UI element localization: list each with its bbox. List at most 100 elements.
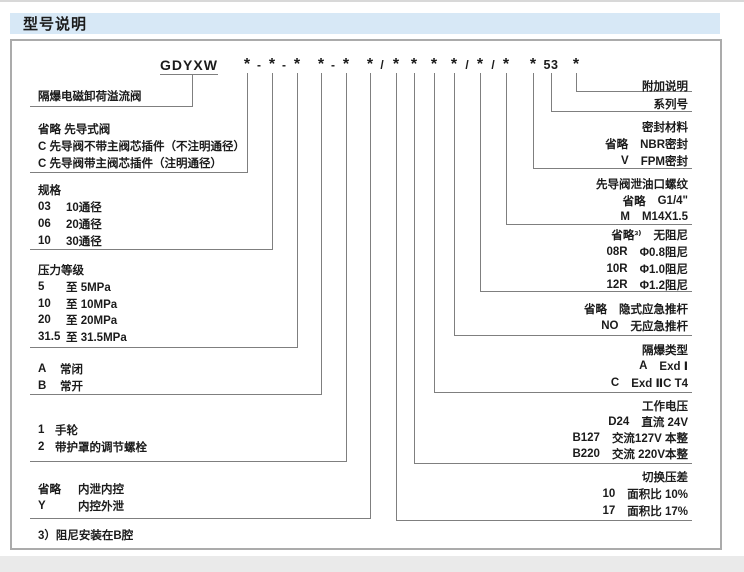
list-item: 省略 NBR密封 xyxy=(300,137,688,151)
leader-line xyxy=(551,73,552,111)
option-label: Φ1.2阻尼 xyxy=(639,280,688,292)
option-code: 08R xyxy=(606,246,628,258)
block-title-label: 压力等级 xyxy=(38,265,84,277)
option-code: B220 xyxy=(572,448,600,460)
block-rule xyxy=(454,335,692,336)
model-token: / xyxy=(465,58,469,72)
leader-line xyxy=(321,73,322,394)
option-code: 省略 xyxy=(584,304,607,316)
product-name: 隔爆电磁卸荷溢流阀 xyxy=(38,89,142,103)
list-item: 10 30通径 xyxy=(38,234,102,248)
option-code: V xyxy=(621,155,629,167)
option-label: 常开 xyxy=(60,381,83,393)
block-title: 系列号 xyxy=(300,97,689,111)
option-label: 隐式应急推杆 xyxy=(619,304,688,316)
leader-line xyxy=(396,73,397,520)
list-item: 1 手轮 xyxy=(38,423,78,437)
page-top-divider xyxy=(0,0,744,2)
option-label: 无应急推杆 xyxy=(630,321,689,333)
block-title-label: 规格 xyxy=(38,185,61,197)
block-title: 密封材料 xyxy=(300,120,688,134)
list-item: 17 面积比 17% xyxy=(300,504,688,518)
option-label: Exd Ⅰ xyxy=(659,361,688,373)
list-item: 省略³⁾ 无阻尼 xyxy=(300,228,688,242)
option-code: A xyxy=(38,363,47,375)
option-label: 面积比 17% xyxy=(627,506,688,518)
option-label: 带护罩的调节螺栓 xyxy=(55,442,147,454)
option-label: Φ1.0阻尼 xyxy=(639,264,688,276)
block-rule xyxy=(30,249,273,250)
list-item: 5 至 5MPa xyxy=(38,280,111,294)
option-code: 10 xyxy=(602,488,616,500)
leader-line xyxy=(247,73,248,172)
option-code: 省略³⁾ xyxy=(611,230,642,242)
list-item: 省略 先导式阀 xyxy=(38,122,110,136)
option-label: 手轮 xyxy=(55,425,78,437)
list-item: 10R Φ1.0阻尼 xyxy=(300,262,688,276)
option-label: C 先导阀带主阀芯插件（注明通径） xyxy=(38,158,222,170)
option-code: 5 xyxy=(38,281,45,293)
block-rule xyxy=(533,168,692,169)
leader-line xyxy=(297,73,298,347)
leader-line xyxy=(576,73,577,91)
list-item: Y 内控外泄 xyxy=(38,499,124,513)
model-token: - xyxy=(282,58,286,72)
option-code: NO xyxy=(601,320,619,332)
block-title-label: 先导阀泄油口螺纹 xyxy=(596,179,688,191)
block-title: 压力等级 xyxy=(38,263,84,277)
section-header: 型号说明 xyxy=(10,13,720,34)
list-item: 12R Φ1.2阻尼 xyxy=(300,278,688,292)
model-token: * xyxy=(268,56,276,73)
option-code: 17 xyxy=(602,505,616,517)
block-title: 先导阀泄油口螺纹 xyxy=(300,177,688,191)
list-item: 省略 内泄内控 xyxy=(38,482,124,496)
list-item: 20 至 20MPa xyxy=(38,313,117,327)
option-label: 常闭 xyxy=(60,364,83,376)
option-label: NBR密封 xyxy=(640,139,688,151)
model-code-prefix: GDYXW xyxy=(160,57,218,75)
option-code: D24 xyxy=(608,416,630,428)
section-title: 型号说明 xyxy=(23,16,88,33)
model-token: * xyxy=(342,56,350,73)
list-item: B127 交流127V 本整 xyxy=(300,431,688,445)
option-code: 12R xyxy=(606,279,628,291)
block-title: 隔爆类型 xyxy=(300,343,688,357)
list-item: C 先导阀带主阀芯插件（注明通径） xyxy=(38,156,222,170)
option-label: 交流 220V本整 xyxy=(611,449,688,461)
block-rule xyxy=(480,291,692,292)
model-token: * xyxy=(293,56,301,73)
model-token: * xyxy=(243,56,251,73)
model-token: - xyxy=(257,58,261,72)
option-label: 至 10MPa xyxy=(66,299,118,311)
option-label: Exd ⅡC T4 xyxy=(631,378,688,390)
leader-line xyxy=(30,106,193,107)
option-code: B127 xyxy=(572,432,600,444)
leader-line xyxy=(454,73,455,335)
block-title: 附加说明 xyxy=(300,79,688,93)
model-token: * xyxy=(476,56,484,73)
option-label: Φ0.8阻尼 xyxy=(639,247,688,259)
block-rule xyxy=(30,394,322,395)
option-code: A xyxy=(639,360,648,372)
block-rule xyxy=(576,91,692,92)
block-title-label: 密封材料 xyxy=(642,122,688,134)
block-title-label: 附加说明 xyxy=(642,81,688,93)
option-label: 内泄内控 xyxy=(78,484,124,496)
leader-line xyxy=(192,75,193,106)
option-label: 面积比 10% xyxy=(627,489,688,501)
option-label: 30通径 xyxy=(66,236,102,248)
leader-line xyxy=(414,73,415,463)
list-item: 06 20通径 xyxy=(38,217,102,231)
option-code: Y xyxy=(38,500,46,512)
block-title-label: 工作电压 xyxy=(642,401,688,413)
model-token: * xyxy=(502,56,510,73)
leader-line xyxy=(480,73,481,291)
model-token: * xyxy=(529,56,537,73)
option-code: 10 xyxy=(38,235,51,247)
option-code: 31.5 xyxy=(38,331,61,343)
option-label: 20通径 xyxy=(66,219,102,231)
model-token: * xyxy=(366,56,374,73)
list-item: 31.5 至 31.5MPa xyxy=(38,330,127,344)
block-rule xyxy=(414,463,692,464)
model-token: * xyxy=(410,56,418,73)
